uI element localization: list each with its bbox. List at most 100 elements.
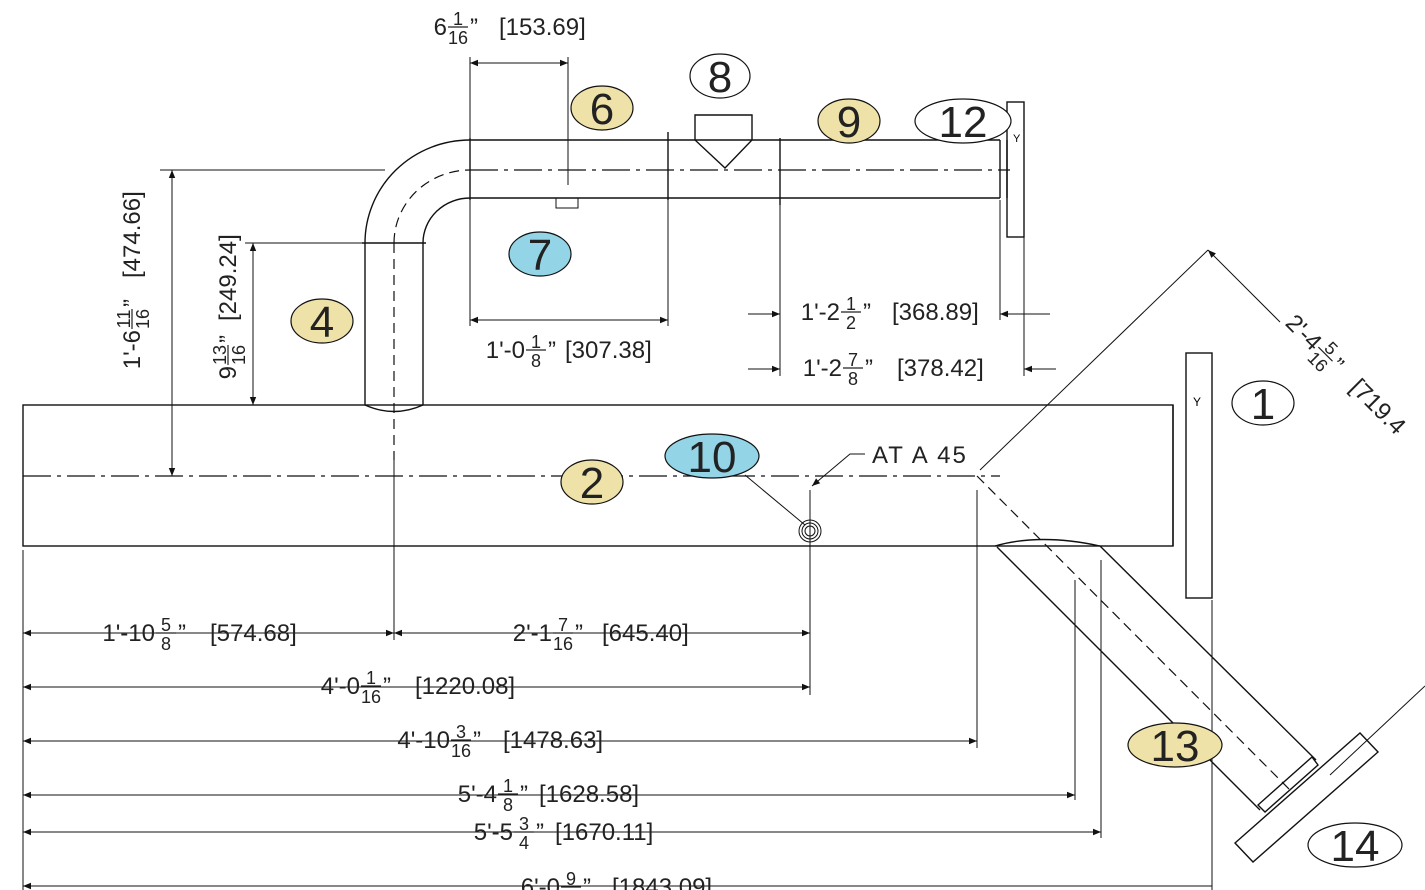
item-balloon-8: 8 — [689, 53, 751, 102]
elbow — [160, 139, 471, 244]
balloon-number: 8 — [708, 53, 732, 102]
inch-mark: ” — [178, 620, 186, 647]
dimension-metric: [368.89] — [892, 299, 979, 326]
item-balloon-14: 14 — [1307, 822, 1403, 871]
balloon-shape — [560, 459, 624, 505]
fraction-numerator: 7 — [848, 350, 858, 370]
dimension-feet-inches: 5'-4 — [458, 781, 497, 808]
balloon-number: 4 — [310, 298, 334, 347]
fraction-denominator: 8 — [503, 795, 513, 815]
dimension-metric: [1628.58] — [539, 781, 639, 808]
fraction-numerator: 1 — [503, 776, 513, 796]
balloon-number: 9 — [837, 98, 861, 147]
balloon-number: 7 — [528, 231, 552, 280]
dimension-label: 5'-5 34 ” [1670.11] — [474, 814, 654, 853]
fraction-denominator: 4 — [519, 833, 529, 853]
dimension-metric: [378.42] — [897, 355, 984, 382]
fraction-numerator: 3 — [456, 722, 466, 742]
fraction-numerator: 1 — [366, 668, 376, 688]
fraction-denominator: 16 — [451, 741, 471, 761]
dimension-metric: [1478.63] — [503, 727, 603, 754]
inch-mark: ” — [865, 355, 873, 382]
item-balloon-12: 12 — [914, 98, 1012, 147]
dimension-feet-inches: 2'-1 — [513, 620, 552, 647]
balloon-number: 13 — [1151, 722, 1200, 771]
fraction-denominator: 16 — [553, 634, 573, 654]
balloon-shape — [664, 433, 760, 479]
fraction-denominator: 16 — [561, 888, 581, 890]
fraction-numerator: 3 — [519, 814, 529, 834]
fraction-denominator: 2 — [846, 313, 856, 333]
balloon-shape — [290, 298, 354, 344]
fraction-denominator: 16 — [229, 345, 249, 365]
dimension-feet-inches: 1'-10 — [102, 620, 155, 647]
item-balloon-13: 13 — [1127, 722, 1223, 771]
fraction-denominator: 8 — [848, 369, 858, 389]
dimension-label: 5'-4 18 ” [1628.58] — [458, 776, 639, 815]
item-balloon-9: 9 — [817, 98, 881, 147]
dimension-label: 6'-0916”[1843.09] — [521, 869, 712, 890]
balloon-shape — [570, 85, 634, 131]
dimension-feet-inches: 9 — [215, 366, 242, 379]
fraction-numerator: 13 — [210, 345, 230, 365]
branch-pipe-4 — [362, 242, 426, 460]
item-balloon-6: 6 — [570, 85, 634, 134]
fraction-numerator: 1 — [531, 332, 541, 352]
item-balloon-7: 7 — [508, 231, 572, 280]
dimension-feet-inches: 5'-5 — [474, 819, 513, 846]
dimension-metric: [249.24] — [215, 234, 242, 321]
balloon-shape — [508, 231, 572, 277]
inch-mark: ” — [536, 819, 544, 846]
inch-mark: ” — [473, 727, 481, 754]
dimension-metric: [474.66] — [119, 191, 146, 278]
balloon-number: 1 — [1251, 380, 1275, 429]
fraction-numerator: 1 — [453, 9, 463, 29]
dimension-feet-inches: 4'-10 — [397, 727, 450, 754]
inch-mark: ” — [863, 299, 871, 326]
right-flange: Y — [1185, 352, 1213, 599]
fraction-denominator: 16 — [361, 687, 381, 707]
dimension-metric: [153.69] — [499, 14, 586, 41]
weld-note: AT A 45 — [872, 442, 968, 469]
dimension-metric: [1670.11] — [555, 819, 653, 846]
inch-mark: ” — [583, 874, 591, 890]
svg-text:Y: Y — [1193, 395, 1201, 409]
fraction-numerator: 1 — [846, 294, 856, 314]
balloon-shape — [1231, 380, 1295, 426]
item-balloon-4: 4 — [290, 298, 354, 347]
balloon-number: 2 — [580, 459, 604, 508]
lateral-branch-13 — [976, 249, 1425, 863]
item-balloon-10: 10 — [664, 433, 760, 482]
dimension-lines — [22, 57, 1281, 890]
inch-mark: ” — [548, 337, 556, 364]
inch-mark: ” — [119, 299, 146, 307]
dimension-feet-inches: 4'-0 — [321, 673, 360, 700]
fraction-denominator: 8 — [161, 634, 171, 654]
balloon-shape — [817, 98, 881, 144]
inch-mark: ” — [575, 620, 583, 647]
item-balloon-2: 2 — [560, 459, 624, 508]
fraction-denominator: 16 — [448, 28, 468, 48]
fraction-numerator: 9 — [566, 869, 576, 889]
balloon-number: 12 — [939, 98, 988, 147]
fraction-denominator: 16 — [133, 309, 153, 329]
balloon-shape — [1127, 722, 1223, 768]
inch-mark: ” — [215, 335, 242, 343]
inch-mark: ” — [520, 781, 528, 808]
dimension-feet-inches: 1'-0 — [486, 337, 525, 364]
fraction-denominator: 8 — [531, 351, 541, 371]
balloon-shape — [1307, 822, 1403, 868]
dimension-metric: [1220.08] — [415, 673, 515, 700]
